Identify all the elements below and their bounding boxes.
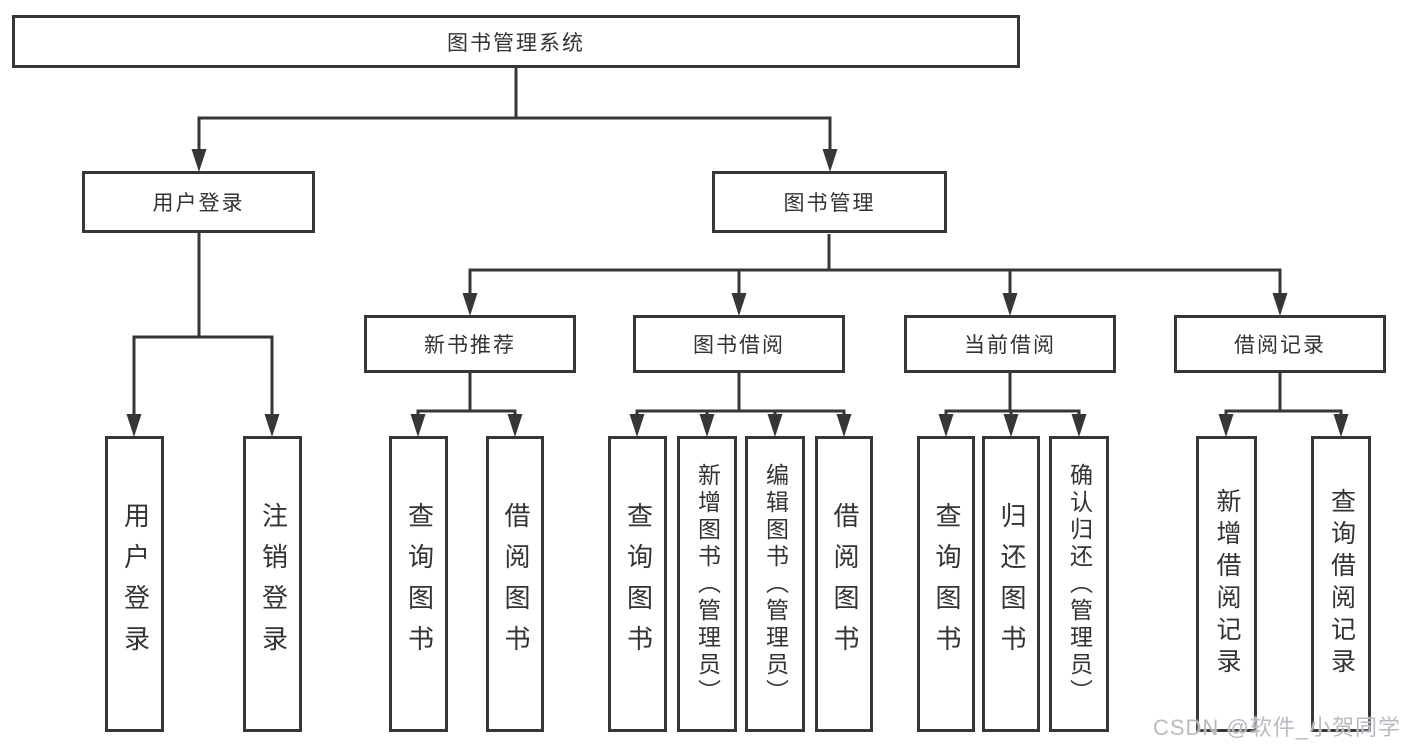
leaf-borrow-books-borrowing: 借阅图书: [815, 436, 873, 732]
node-book-borrowing-label: 图书借阅: [693, 334, 785, 357]
leaf-query-borrow-record: 查询借阅记录: [1311, 436, 1371, 732]
node-root-system: 图书管理系统: [12, 15, 1020, 68]
leaf-logout: 注销登录: [243, 436, 302, 732]
leaf-borrow-books-borrowing-label: 借阅图书: [830, 502, 859, 666]
node-current-borrowing: 当前借阅: [904, 315, 1116, 373]
node-new-book-recommend-label: 新书推荐: [424, 334, 516, 357]
node-book-management: 图书管理: [712, 171, 947, 233]
leaf-edit-books-admin: 编辑图书（管理员）: [745, 436, 805, 732]
leaf-borrow-books-recommend-label: 借阅图书: [501, 502, 530, 666]
leaf-query-books-current-label: 查询图书: [932, 502, 961, 666]
node-user-login: 用户登录: [82, 171, 315, 233]
leaf-add-books-admin-label: 新增图书（管理员）: [694, 462, 720, 706]
leaf-user-login: 用户登录: [105, 436, 164, 732]
leaf-query-books-recommend: 查询图书: [389, 436, 448, 732]
leaf-user-login-label: 用户登录: [120, 502, 150, 666]
leaf-query-books-borrowing: 查询图书: [608, 436, 667, 732]
leaf-add-books-admin: 新增图书（管理员）: [677, 436, 737, 732]
leaf-confirm-return-admin-label: 确认归还（管理员）: [1066, 462, 1092, 706]
leaf-query-books-borrowing-label: 查询图书: [623, 502, 653, 666]
node-user-login-label: 用户登录: [152, 192, 245, 215]
leaf-logout-label: 注销登录: [258, 502, 288, 666]
node-borrowing-records: 借阅记录: [1174, 315, 1386, 373]
leaf-query-borrow-record-label: 查询借阅记录: [1327, 488, 1355, 680]
node-current-borrowing-label: 当前借阅: [964, 334, 1056, 357]
node-root-label: 图书管理系统: [447, 31, 585, 55]
leaf-add-borrow-record-label: 新增借阅记录: [1213, 488, 1240, 680]
leaf-query-books-current: 查询图书: [917, 436, 975, 732]
leaf-return-books-label: 归还图书: [997, 502, 1026, 666]
leaf-query-books-recommend-label: 查询图书: [404, 502, 434, 666]
leaf-edit-books-admin-label: 编辑图书（管理员）: [762, 462, 788, 706]
csdn-watermark: CSDN @软件_小贺同学: [1152, 715, 1401, 740]
node-book-management-label: 图书管理: [783, 192, 876, 215]
leaf-borrow-books-recommend: 借阅图书: [486, 436, 544, 732]
leaf-add-borrow-record: 新增借阅记录: [1196, 436, 1257, 732]
leaf-return-books: 归还图书: [982, 436, 1040, 732]
node-borrowing-records-label: 借阅记录: [1234, 334, 1326, 357]
node-new-book-recommend: 新书推荐: [364, 315, 576, 373]
leaf-confirm-return-admin: 确认归还（管理员）: [1049, 436, 1109, 732]
node-book-borrowing: 图书借阅: [633, 315, 845, 373]
